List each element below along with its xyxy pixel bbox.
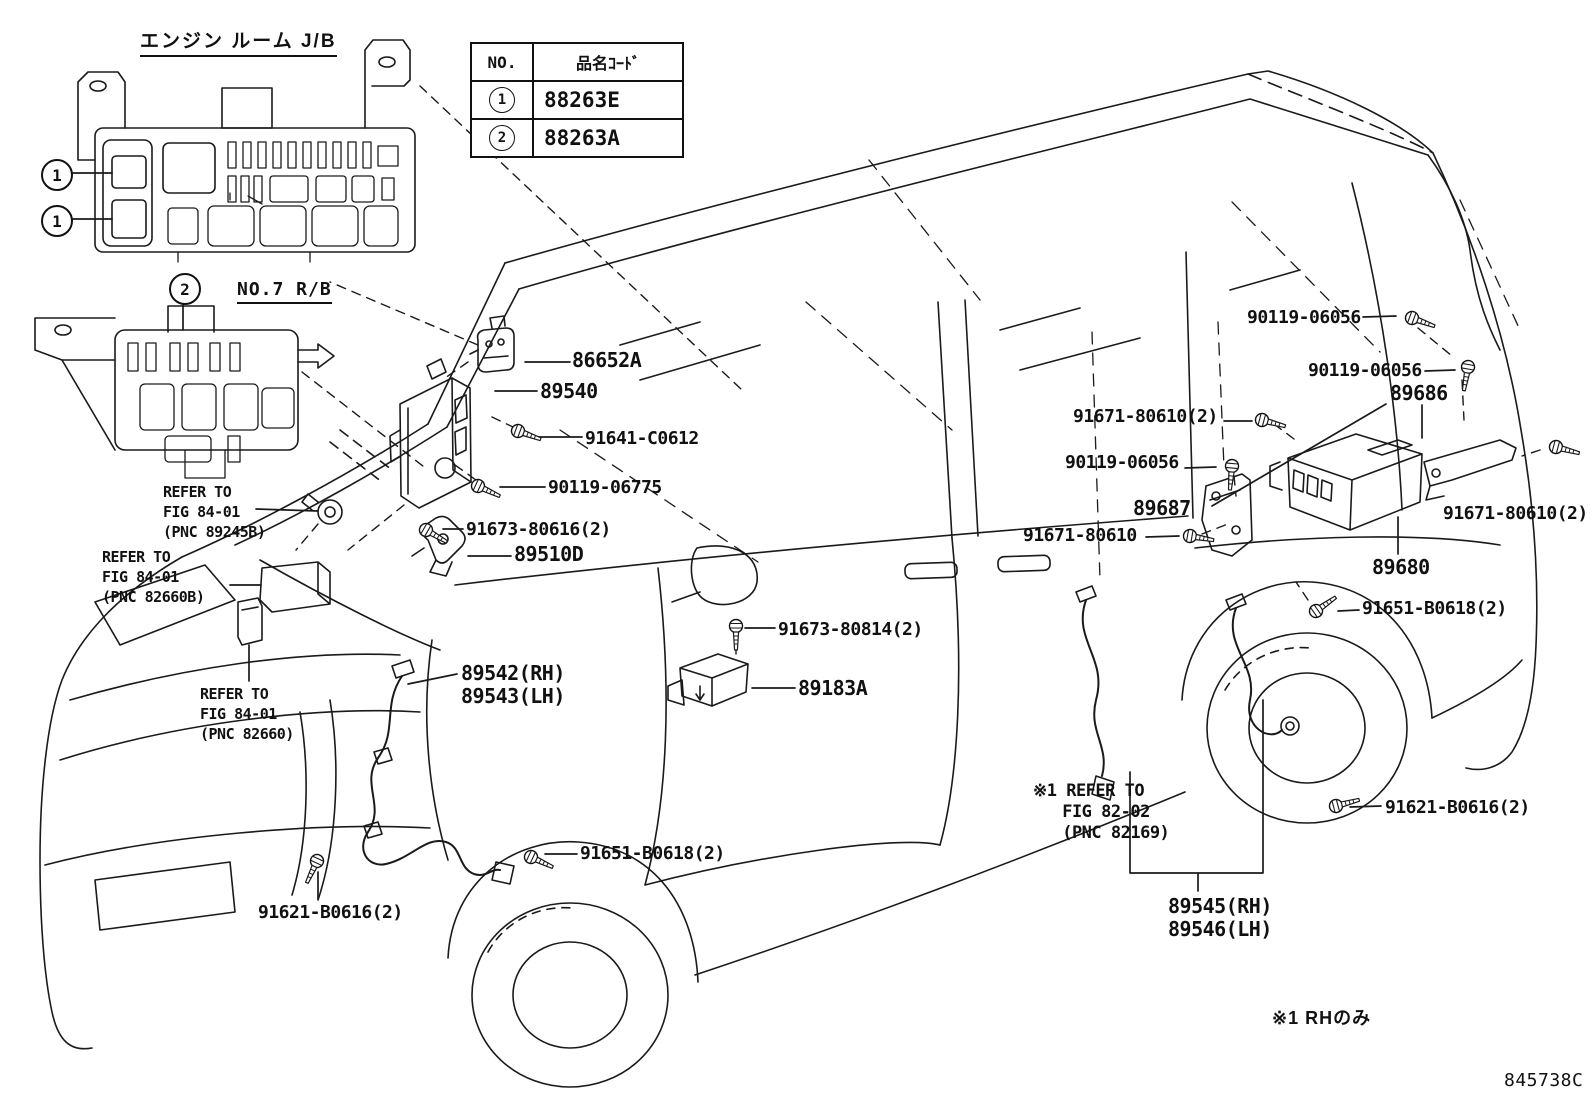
bolt-icon [1402, 308, 1438, 334]
label-89542-89543: 89542(RH)89543(LH) [461, 661, 565, 708]
label-89680: 89680 [1372, 555, 1430, 579]
label-91673-80814: 91673-80814(2) [778, 619, 923, 640]
bolt-icon [1456, 358, 1477, 393]
legend-code-2: 88263A [532, 118, 684, 158]
label-91641-c0612: 91641-C0612 [585, 428, 699, 449]
inset-engine-jb-drawing [77, 39, 416, 263]
label-90119-06775: 90119-06775 [548, 477, 662, 498]
bolt-icon [1253, 411, 1288, 434]
legend-code-1: 88263E [532, 80, 684, 120]
bolt-icon [468, 476, 504, 503]
legend-col-no: NO. [470, 42, 534, 82]
label-90119-06056-b: 90119-06056 [1308, 360, 1422, 381]
bolt-icon [1222, 458, 1240, 492]
legend-badge-1: 1 [489, 87, 515, 113]
callout-2: 2 [169, 273, 201, 305]
legend-badge-2: 2 [489, 125, 515, 151]
callout-1b: 1 [41, 205, 73, 237]
drawing-number: 845738C [1504, 1070, 1584, 1091]
bolt-icon [508, 421, 544, 447]
label-91621-b0616-rear: 91621-B0616(2) [1385, 797, 1530, 818]
label-91671-80610-2b: 91671-80610(2) [1443, 503, 1588, 524]
inset-no7-rb-drawing [34, 305, 393, 483]
label-91621-b0616-front: 91621-B0616(2) [258, 902, 403, 923]
bolt-icon [728, 618, 744, 651]
legend-row-1: 1 88263E [470, 80, 684, 120]
bolt-icon [1306, 591, 1341, 621]
label-91673-80616: 91673-80616(2) [466, 519, 611, 540]
label-89686: 89686 [1390, 381, 1448, 405]
legend-row-2: 2 88263A [470, 118, 684, 158]
note-fig82-02: ※1 REFER TO FIG 82-02 (PNC 82169) [1033, 781, 1170, 843]
label-91651-b0618-front: 91651-B0618(2) [580, 843, 725, 864]
label-89540: 89540 [540, 379, 598, 403]
footnote-rh-only: ※1 RHのみ [1272, 1008, 1372, 1028]
component-glyphs [237, 315, 1517, 885]
legend-header-row: NO. 品名ｺｰﾄﾞ [470, 42, 684, 82]
label-91651-b0618-rear: 91651-B0618(2) [1362, 598, 1507, 619]
label-89545-89546: 89545(RH)89546(LH) [1168, 894, 1272, 941]
bolt-icon [1547, 438, 1582, 461]
label-91671-80610-2a: 91671-80610(2) [1073, 406, 1218, 427]
label-91671-80610: 91671-80610 [1023, 525, 1137, 546]
callout-1a: 1 [41, 159, 73, 191]
leader-lines [69, 172, 1456, 900]
inset-title-engine-jb: エンジン ルーム J/B [140, 26, 337, 57]
bolt-icon [521, 847, 557, 874]
inset-title-no7-rb: NO.7 R/B [237, 279, 332, 304]
label-90119-06056-a: 90119-06056 [1247, 307, 1361, 328]
van-body-drawing [39, 70, 1538, 1088]
label-89687: 89687 [1133, 496, 1191, 520]
bolt-icon [300, 851, 327, 887]
legend-col-code: 品名ｺｰﾄﾞ [532, 42, 684, 82]
label-90119-06056-c: 90119-06056 [1065, 452, 1179, 473]
label-86652a: 86652A [572, 348, 642, 372]
label-89183a: 89183A [798, 676, 868, 700]
label-89510d: 89510D [514, 542, 584, 566]
legend-table: NO. 品名ｺｰﾄﾞ 1 88263E 2 88263A [470, 42, 684, 158]
